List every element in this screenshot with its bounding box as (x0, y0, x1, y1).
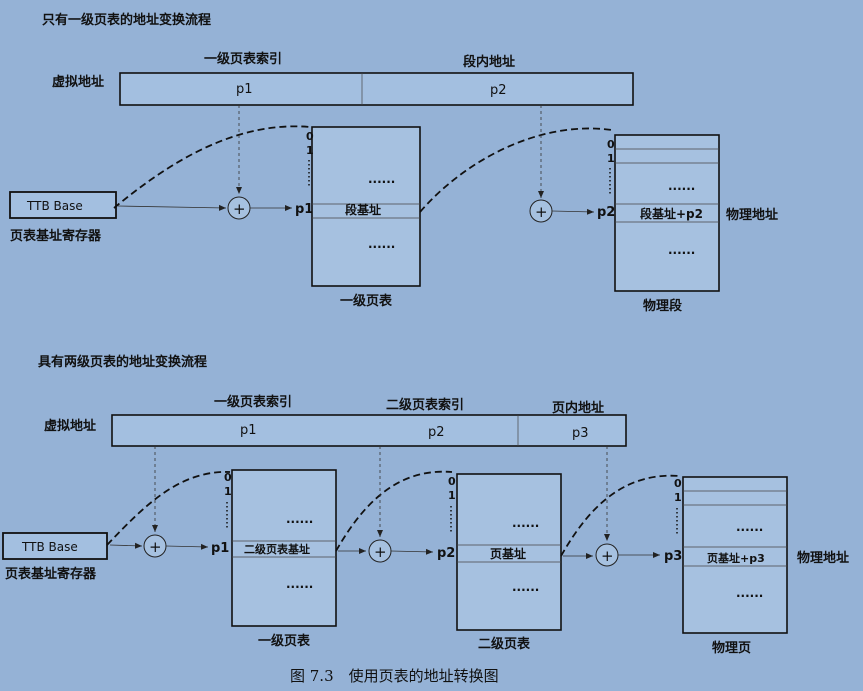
s1-table-label: 一级页表 (340, 293, 393, 309)
s2-field-p3: p3 (572, 426, 589, 441)
s1-phys-index-1: 1 (607, 152, 615, 165)
s1-ttb-label: TTB Base (26, 199, 83, 213)
s2-adder-2-plus: + (374, 543, 387, 561)
s2-table2-dots-top: ...... (512, 516, 539, 530)
s1-table-index-0: 0 (306, 130, 314, 143)
s1-adder-2-plus: + (535, 203, 548, 221)
s2-virtual-address-register (111, 414, 627, 447)
s2-first-level-page-table (231, 469, 337, 627)
s2-phys-dots-top: ...... (736, 520, 763, 534)
s2-field-p1: p1 (240, 423, 257, 438)
s1-field-p2: p2 (490, 83, 507, 98)
s1-virtual-address-label: 虚拟地址 (52, 74, 104, 90)
s1-physical-segment (614, 134, 720, 292)
s1-table-row-label: p1 (295, 202, 313, 217)
s2-adder-1-out-arrow (165, 543, 209, 550)
s1-table-dots-bottom: ...... (368, 237, 395, 251)
s1-phys-index-0: 0 (607, 138, 615, 151)
s2-table1-dots-top: ...... (286, 512, 313, 526)
s2-adder-1-plus: + (149, 538, 162, 556)
s2-second-level-page-table (456, 473, 562, 631)
s2-physical-address-label: 物理地址 (797, 550, 849, 566)
s2-phys-row-label: p3 (664, 549, 682, 564)
s1-physical-address-label: 物理地址 (726, 207, 778, 223)
s1-adder-1-plus: + (233, 200, 246, 218)
s1-phys-label: 物理段 (643, 298, 682, 314)
s2-table2-entry: 页基址 (490, 546, 526, 561)
s2-table1-index-1: 1 (224, 485, 232, 498)
s2-adder-2-out-arrow (390, 548, 434, 555)
s2-physical-page (682, 476, 788, 634)
s1-phys-dots-bottom: ...... (668, 243, 695, 257)
section2-title: 具有两级页表的地址变换流程 (38, 354, 207, 370)
s2-table2-dots-bottom: ...... (512, 580, 539, 594)
s2-field3-header: 页内地址 (552, 400, 604, 416)
s2-ttb-to-table1-curve (106, 471, 231, 546)
s2-table1-dots-bottom: ...... (286, 577, 313, 591)
s2-ttb-label: TTB Base (21, 540, 78, 554)
s2-ttb-caption: 页表基址寄存器 (5, 566, 97, 582)
s2-phys-index-0: 0 (674, 477, 682, 490)
s1-field2-header: 段内地址 (463, 54, 515, 70)
s1-ttb-to-table-curve (113, 125, 311, 209)
s1-first-level-page-table (311, 126, 421, 287)
s1-table-index-1: 1 (306, 144, 314, 157)
s2-phys-index-1: 1 (674, 491, 682, 504)
s2-virtual-address-label: 虚拟地址 (44, 418, 96, 434)
s2-table1-index-0: 0 (224, 471, 232, 484)
s2-table2-label: 二级页表 (478, 636, 531, 652)
s2-adder-3-plus: + (601, 547, 614, 565)
s1-field1-header: 一级页表索引 (204, 51, 282, 67)
s2-field-p2: p2 (428, 425, 445, 440)
s1-phys-row-label: p2 (597, 205, 615, 220)
s2-table2-row-label: p2 (437, 546, 455, 561)
s1-table-entry: 段基址 (345, 202, 381, 217)
s2-table1-label: 一级页表 (258, 633, 311, 649)
s1-table-dots-top: ...... (368, 172, 395, 186)
s2-field1-header: 一级页表索引 (214, 394, 292, 410)
s2-ttb-base-register (2, 532, 108, 560)
s1-ttb-base-register (9, 191, 117, 219)
s2-table1-row-label: p1 (211, 541, 229, 556)
s1-virtual-address-register (119, 72, 634, 106)
s2-table1-entry: 二级页表基址 (244, 542, 310, 556)
section1-title: 只有一级页表的地址变换流程 (42, 12, 211, 28)
s1-field-p1: p1 (236, 82, 253, 97)
figure-caption: 图 7.3 使用页表的地址转换图 (290, 667, 499, 685)
s2-table2-index-1: 1 (448, 489, 456, 502)
s1-table-to-phys-curve (419, 127, 613, 213)
s2-phys-dots-bottom: ...... (736, 586, 763, 600)
s1-phys-dots-top: ...... (668, 179, 695, 193)
s2-table2-to-phys-curve (560, 474, 681, 557)
s1-adder-2-out-arrow (551, 208, 595, 215)
s1-phys-entry: 段基址+p2 (640, 206, 703, 221)
s2-table1-to-table2-curve (335, 470, 453, 552)
s2-phys-entry: 页基址+p3 (707, 551, 765, 565)
s1-ttb-arrow (117, 204, 227, 211)
s1-ttb-caption: 页表基址寄存器 (10, 228, 102, 244)
s2-field2-header: 二级页表索引 (386, 397, 464, 413)
s2-phys-label: 物理页 (712, 640, 751, 656)
s2-table2-index-0: 0 (448, 475, 456, 488)
s2-ttb-arrow (109, 542, 143, 549)
